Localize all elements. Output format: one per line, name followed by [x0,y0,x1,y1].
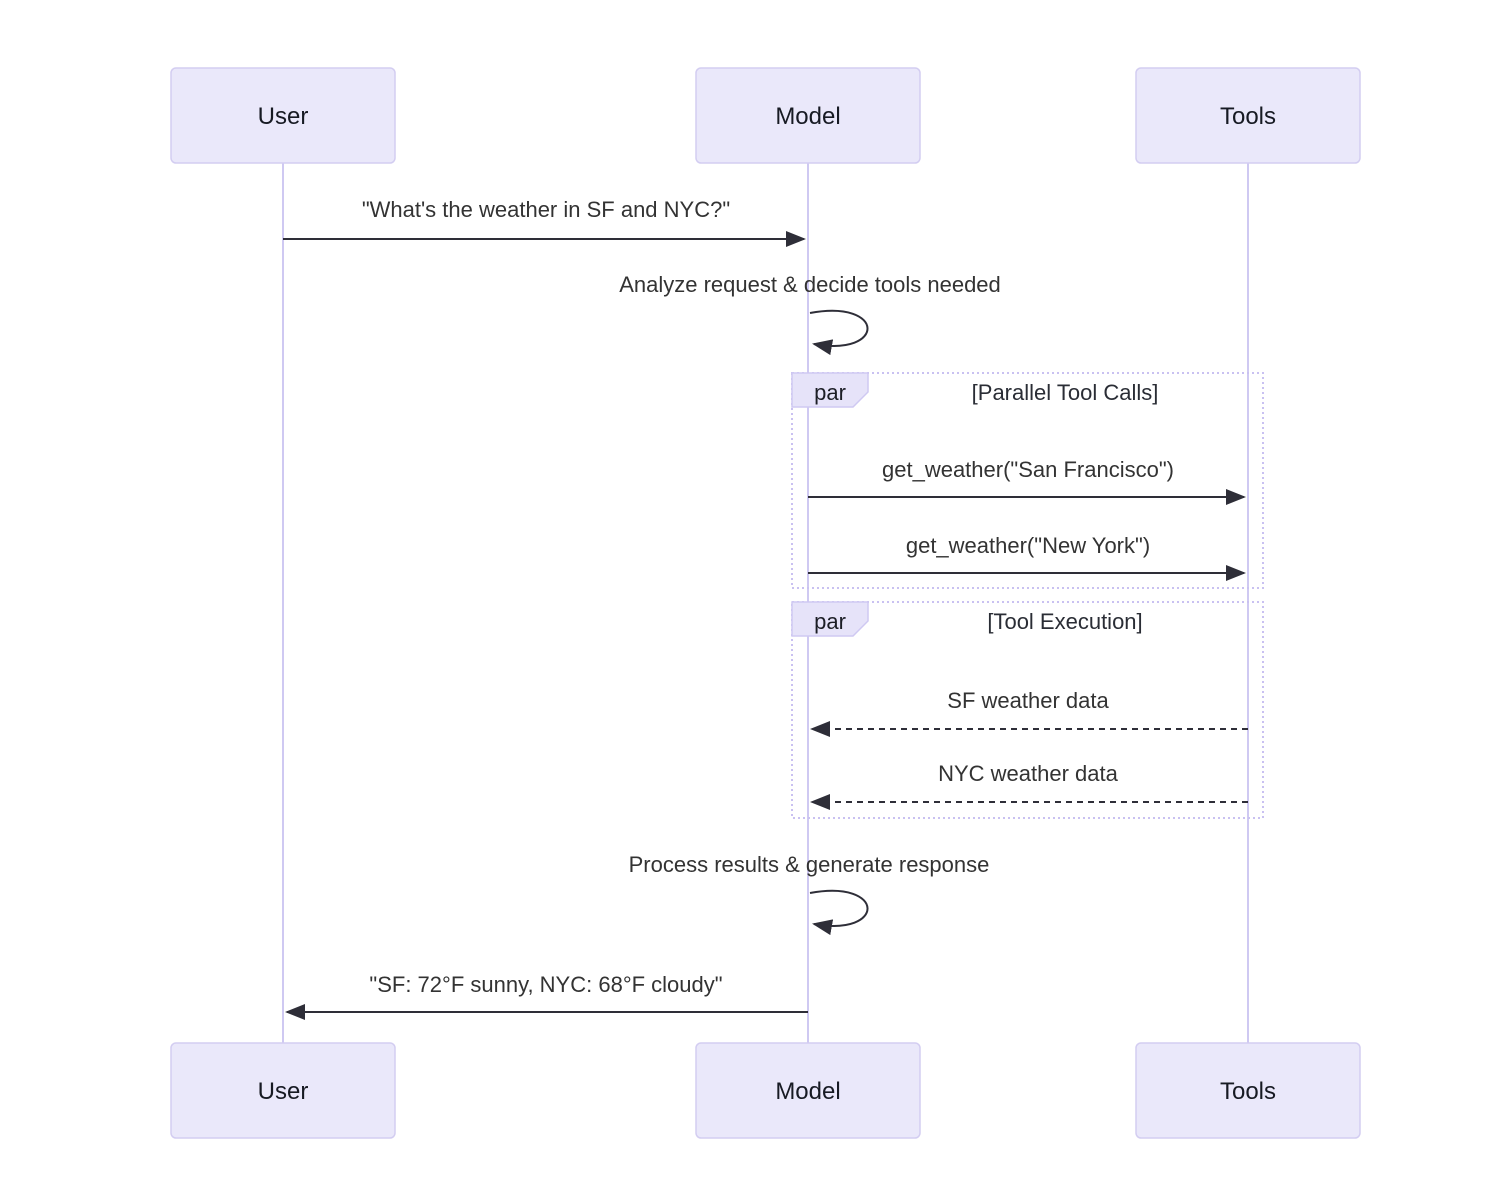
message-label-get-weather-ny: get_weather("New York") [906,533,1150,558]
par-frame-1-title: [Parallel Tool Calls] [972,380,1159,405]
message-label-weather-question: "What's the weather in SF and NYC?" [362,197,730,222]
par-frame-2-keyword-box [791,601,869,637]
self-loop-process [809,889,869,936]
actor-top-user: User [170,67,396,164]
actor-bottom-model-label: Model [775,1078,840,1105]
actor-top-model-box [695,67,921,164]
message-label-analyze-request: Analyze request & decide tools needed [619,272,1001,297]
actor-top-model-label: Model [775,103,840,130]
actor-bottom-tools-label: Tools [1220,1078,1276,1105]
message-label-final-answer: "SF: 72°F sunny, NYC: 68°F cloudy" [369,972,722,997]
par-frame-1-keyword: par [814,380,846,405]
par-frame-tool-execution [791,601,1264,819]
par-frame-parallel-tool-calls [791,372,1264,589]
message-label-process-results: Process results & generate response [629,852,990,877]
actor-bottom-model-box [695,1042,921,1139]
actor-bottom-user-box [170,1042,396,1139]
message-label-get-weather-sf: get_weather("San Francisco") [882,457,1174,482]
actor-bottom-tools: Tools [1135,1042,1361,1139]
actor-top-tools: Tools [1135,67,1361,164]
actor-top-user-box [170,67,396,164]
actor-top-tools-box [1135,67,1361,164]
par-frame-2-keyword: par [814,609,846,634]
actor-top-model: Model [695,67,921,164]
message-label-nyc-weather-data: NYC weather data [938,761,1119,786]
actor-bottom-model: Model [695,1042,921,1139]
par-frame-1-keyword-box [791,372,869,408]
message-label-sf-weather-data: SF weather data [947,688,1109,713]
actor-bottom-user: User [170,1042,396,1139]
actor-top-tools-label: Tools [1220,103,1276,130]
actor-top-user-label: User [258,103,309,130]
par-frame-2-title: [Tool Execution] [987,609,1142,634]
actor-bottom-tools-box [1135,1042,1361,1139]
actor-bottom-user-label: User [258,1078,309,1105]
self-loop-analyze [809,309,869,356]
